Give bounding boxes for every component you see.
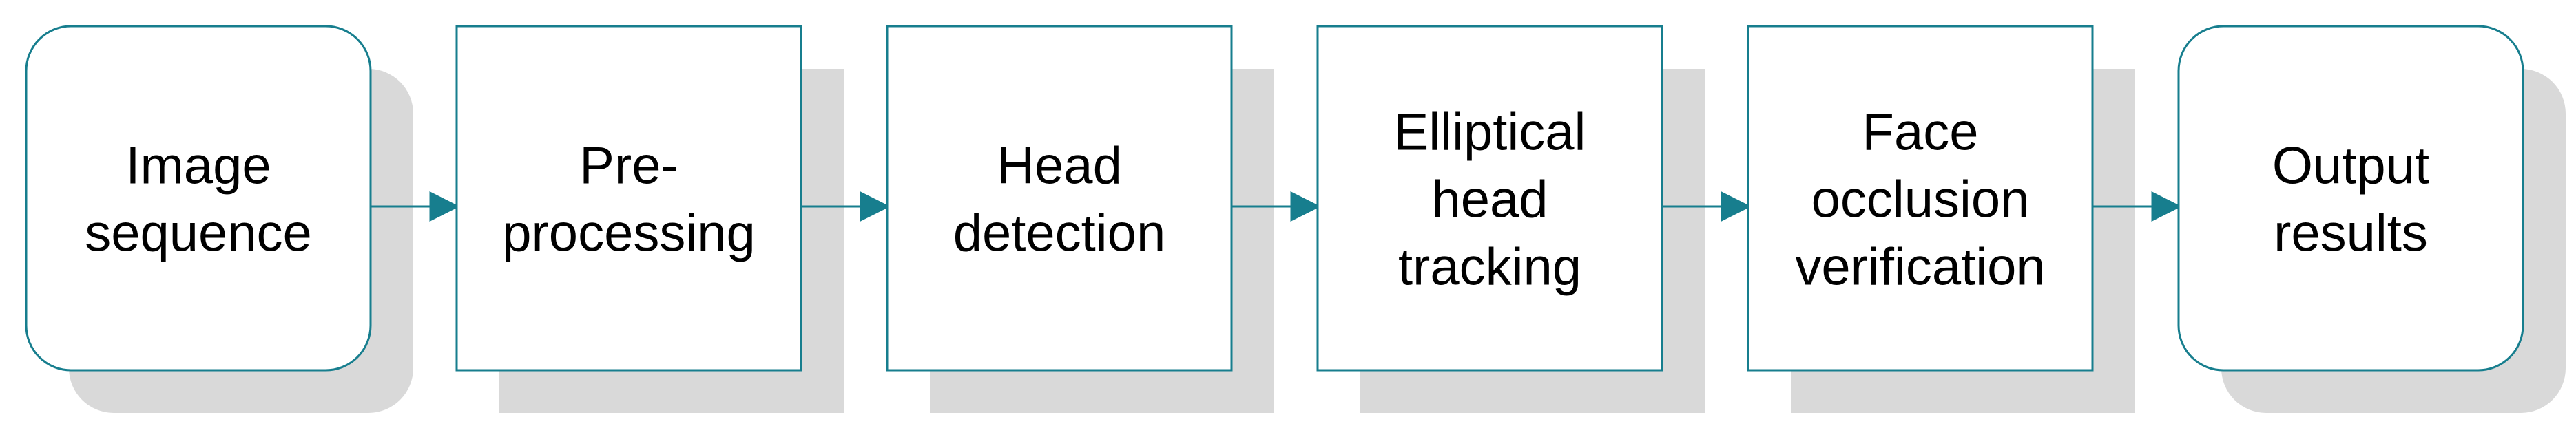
image-sequence-label-line: Image (125, 136, 271, 195)
pre-processing-label-line: Pre- (579, 136, 678, 195)
image-sequence-box (25, 25, 372, 372)
node-image-sequence: Image sequence (25, 25, 372, 372)
head-detection-label-line: detection (953, 204, 1165, 262)
node-output-results: Output results (2177, 25, 2524, 372)
pre-processing-label-line: processing (502, 204, 756, 262)
output-results-label-line: Output (2272, 136, 2429, 195)
head-detection-label-line: Head (997, 136, 1122, 195)
pre-processing-box (455, 25, 802, 372)
face-occlusion-verification-label-line: occlusion (1811, 170, 2030, 228)
node-pre-processing: Pre-processing (455, 25, 802, 372)
output-results-box (2177, 25, 2524, 372)
face-occlusion-verification-label-line: verification (1795, 237, 2045, 296)
node-face-occlusion-verification: Face occlusion verification (1747, 25, 2094, 372)
node-elliptical-head-tracking: Elliptical head tracking (1316, 25, 1663, 372)
elliptical-head-tracking-label-line: Elliptical (1394, 103, 1586, 161)
node-head-detection: Head detection (886, 25, 1233, 372)
elliptical-head-tracking-label-line: head (1431, 170, 1548, 228)
elliptical-head-tracking-label-line: tracking (1398, 237, 1581, 296)
face-occlusion-verification-label-line: Face (1862, 103, 1979, 161)
image-sequence-label-line: sequence (85, 204, 312, 262)
output-results-label-line: results (2274, 204, 2428, 262)
face-occlusion-verification-box (1747, 25, 2094, 372)
elliptical-head-tracking-box (1316, 25, 1663, 372)
head-detection-box (886, 25, 1233, 372)
